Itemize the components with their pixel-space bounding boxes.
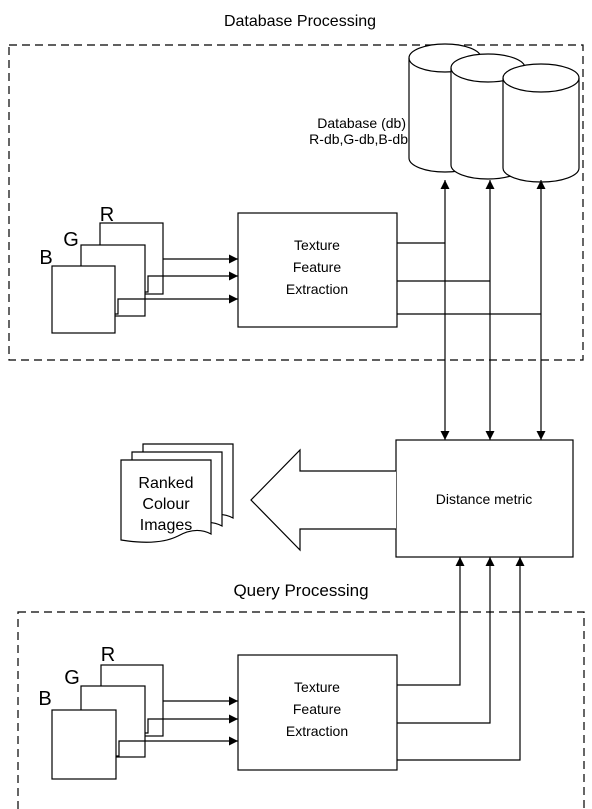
ranked-label-line1: Ranked [138,475,193,492]
ranked-label-line2: Colour [142,496,190,513]
database-channels-label: R-db,G-db,B-db [309,131,408,147]
query-processing-title: Query Processing [233,581,368,600]
database-label: Database (db) [317,115,406,131]
db-channel-b-label: B [39,247,52,269]
query-channel-b-image [51,709,117,780]
query-g-to-distance-arrow [397,557,495,724]
distance-metric-box [395,439,574,558]
query-b-to-extraction-arrow [116,736,238,757]
db-b-to-extraction-arrow [115,294,238,315]
query-extraction-line2: Feature [293,701,341,717]
query-extraction-line3: Extraction [286,723,348,739]
db-extraction-line3: Extraction [286,281,348,297]
query-r-to-distance-arrow [397,557,465,686]
query-channel-r-label: R [101,644,115,666]
db-texture-feature-extraction-box [237,212,398,328]
db-extraction-line2: Feature [293,259,341,275]
query-g-to-extraction-arrow [145,714,238,734]
query-b-to-distance-arrow [397,557,525,761]
db-channel-b-image [51,265,116,334]
query-extraction-line1: Texture [294,679,340,695]
ranked-label-line3: Images [140,517,192,534]
database-processing-panel [8,44,584,361]
query-channel-g-label: G [64,667,80,689]
query-channel-b-label: B [38,688,51,710]
database-cylinder-b [502,63,580,183]
db-g-to-extraction-arrow [145,271,238,293]
ranked-colour-images-stack [120,443,234,543]
db-extraction-line1: Texture [294,237,340,253]
db-channel-g-label: G [63,229,79,251]
query-texture-feature-extraction-box [237,654,398,771]
ranked-output-arrow [250,448,396,552]
db-channel-r-label: R [100,204,114,226]
distance-metric-label: Distance metric [436,491,532,507]
database-processing-title: Database Processing [224,13,376,30]
